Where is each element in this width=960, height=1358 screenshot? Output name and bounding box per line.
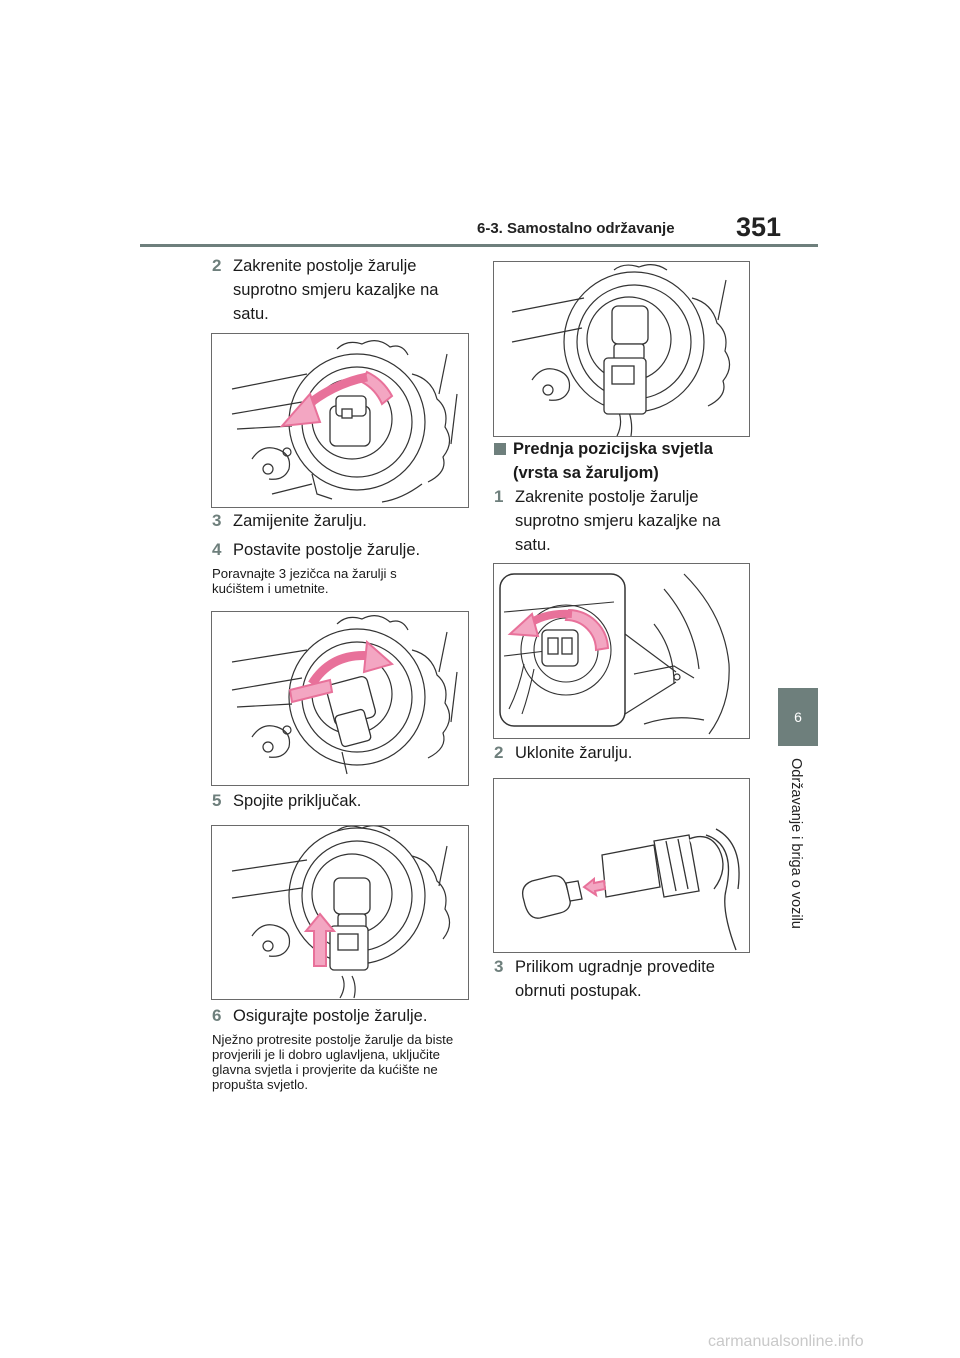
step-5-left: 5 Spojite priključak.	[212, 789, 462, 813]
figure-rotate-socket	[211, 333, 469, 508]
page-number: 351	[736, 212, 782, 242]
chapter-label-text: Održavanje i briga o vozilu	[788, 758, 804, 929]
step-text: Uklonite žarulju.	[515, 744, 633, 762]
section-title: 6-3. Samostalno održavanje	[477, 220, 675, 237]
header-divider	[140, 244, 818, 247]
note-step-6: Nježno protresite postolje žarulje da bi…	[212, 1032, 454, 1092]
chapter-tab: 6	[778, 688, 818, 746]
figure-remove-bulb	[493, 778, 750, 953]
step-1-right: 1 Zakrenite postolje žarulje suprotno sm…	[494, 485, 744, 557]
step-2-right: 2 Uklonite žarulju.	[494, 741, 744, 765]
section-subheading: Prednja pozicijska svjetla (vrsta sa žar…	[494, 437, 744, 485]
step-2-left: 2 Zakrenite postolje žarulje suprotno sm…	[212, 254, 462, 326]
step-number: 2	[494, 743, 504, 762]
note-step-4: Poravnajte 3 jezičca na žarulji s kućišt…	[212, 566, 397, 596]
step-number: 3	[212, 511, 222, 530]
step-text: Zamijenite žarulju.	[233, 512, 367, 530]
step-6-left: 6 Osigurajte postolje žarulje.	[212, 1004, 462, 1028]
subheading-text: Prednja pozicijska svjetla (vrsta sa žar…	[513, 440, 713, 482]
step-text: Osigurajte postolje žarulje.	[233, 1007, 428, 1025]
figure-position-light-rotate	[493, 563, 750, 739]
watermark: carmanualsonline.info	[708, 1333, 864, 1350]
figure-connector-detail	[493, 261, 750, 437]
step-number: 2	[212, 256, 222, 275]
step-text: Postavite postolje žarulje.	[233, 541, 421, 559]
figure-insert-socket	[211, 611, 469, 786]
step-text: Prilikom ugradnje provedite obrnuti post…	[515, 958, 715, 1000]
step-text: Zakrenite postolje žarulje suprotno smje…	[515, 488, 721, 554]
step-3-right: 3 Prilikom ugradnje provedite obrnuti po…	[494, 955, 744, 1003]
step-number: 1	[494, 487, 504, 506]
step-text: Spojite priključak.	[233, 792, 362, 810]
step-number: 4	[212, 540, 222, 559]
step-4-left: 4 Postavite postolje žarulje.	[212, 538, 462, 562]
figure-connect-connector	[211, 825, 469, 1000]
step-number: 3	[494, 957, 504, 976]
step-3-left: 3 Zamijenite žarulju.	[212, 509, 462, 533]
step-text: Zakrenite postolje žarulje suprotno smje…	[233, 257, 439, 323]
step-number: 6	[212, 1006, 222, 1025]
subheading-square-icon	[494, 443, 506, 455]
step-number: 5	[212, 791, 222, 810]
chapter-label: Održavanje i briga o vozilu	[788, 758, 810, 968]
chapter-number: 6	[794, 709, 802, 725]
